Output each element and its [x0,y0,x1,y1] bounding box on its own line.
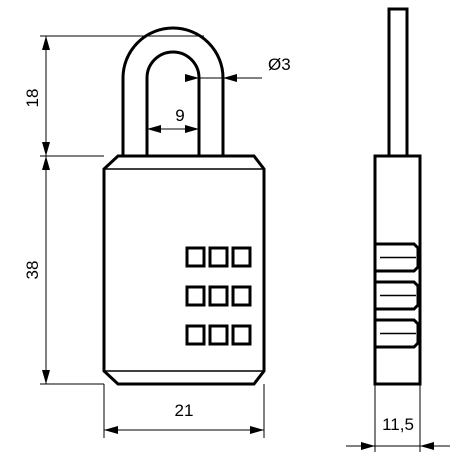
dimension-shackle-inner-width: 9 [147,106,199,133]
dial-window [231,246,252,268]
dial-window [231,324,252,346]
side-dial-wheel [375,318,420,349]
combination-dials [185,246,252,346]
dial-window [185,246,206,268]
dim-label-body-thickness: 11,5 [382,415,414,434]
front-view [102,26,266,386]
dial-window [208,324,229,346]
dial-window [208,246,229,268]
dim-label-body-width: 21 [175,401,194,420]
dial-window [208,285,229,307]
dial-window [185,324,206,346]
dimension-shackle-diameter: Ø3 [185,55,291,82]
dim-label-body-height: 38 [23,261,42,280]
dial-window [185,285,206,307]
dim-label-shackle-inner-width: 9 [175,106,184,125]
side-view [373,7,422,386]
dimension-body-height: 38 [23,156,104,385]
dim-label-shackle-diameter: Ø3 [268,55,291,74]
dimension-body-thickness: 11,5 [346,384,450,452]
side-dial-wheels [375,242,420,349]
shackle [121,26,225,156]
side-dial-wheel [375,280,420,311]
dimension-body-width: 21 [103,384,265,438]
side-dial-wheel [375,242,420,273]
dim-label-shackle-height: 18 [23,89,42,108]
dial-window [231,285,252,307]
dimension-shackle-height: 18 [23,35,204,157]
lock-body [102,154,266,386]
